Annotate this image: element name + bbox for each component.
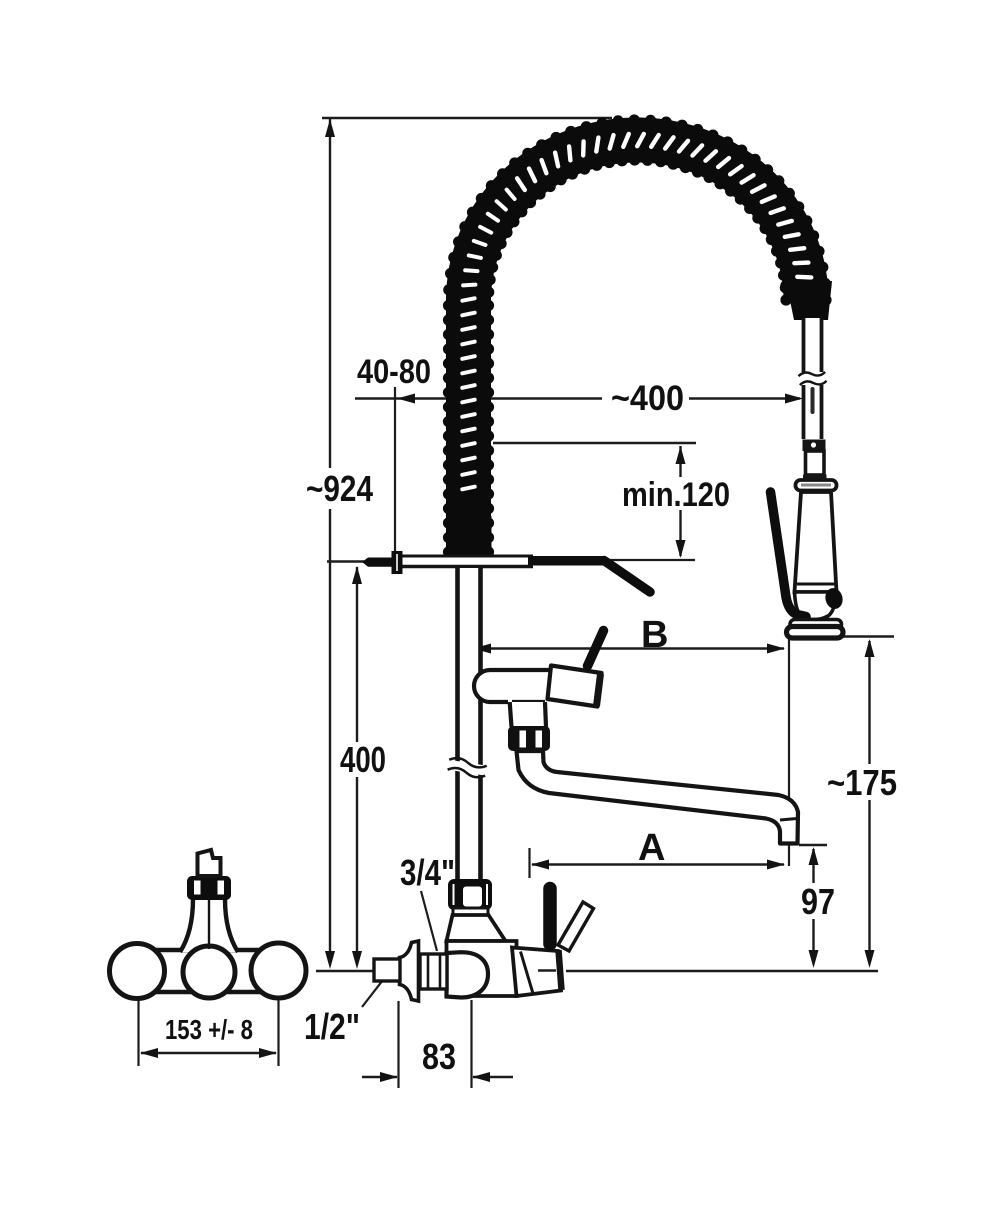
- svg-text:B: B: [641, 614, 668, 656]
- svg-text:min.120: min.120: [622, 476, 730, 514]
- svg-text:83: 83: [422, 1036, 456, 1077]
- svg-text:A: A: [638, 827, 665, 869]
- svg-text:3/4": 3/4": [400, 852, 455, 893]
- svg-text:1/2": 1/2": [304, 1006, 360, 1047]
- svg-text:~175: ~175: [827, 762, 897, 803]
- svg-text:97: 97: [801, 881, 835, 922]
- svg-text:400: 400: [340, 739, 386, 780]
- svg-text:~924: ~924: [306, 468, 373, 509]
- svg-text:~400: ~400: [611, 379, 684, 418]
- svg-text:40-80: 40-80: [357, 353, 431, 391]
- svg-text:153 +/- 8: 153 +/- 8: [165, 1014, 253, 1045]
